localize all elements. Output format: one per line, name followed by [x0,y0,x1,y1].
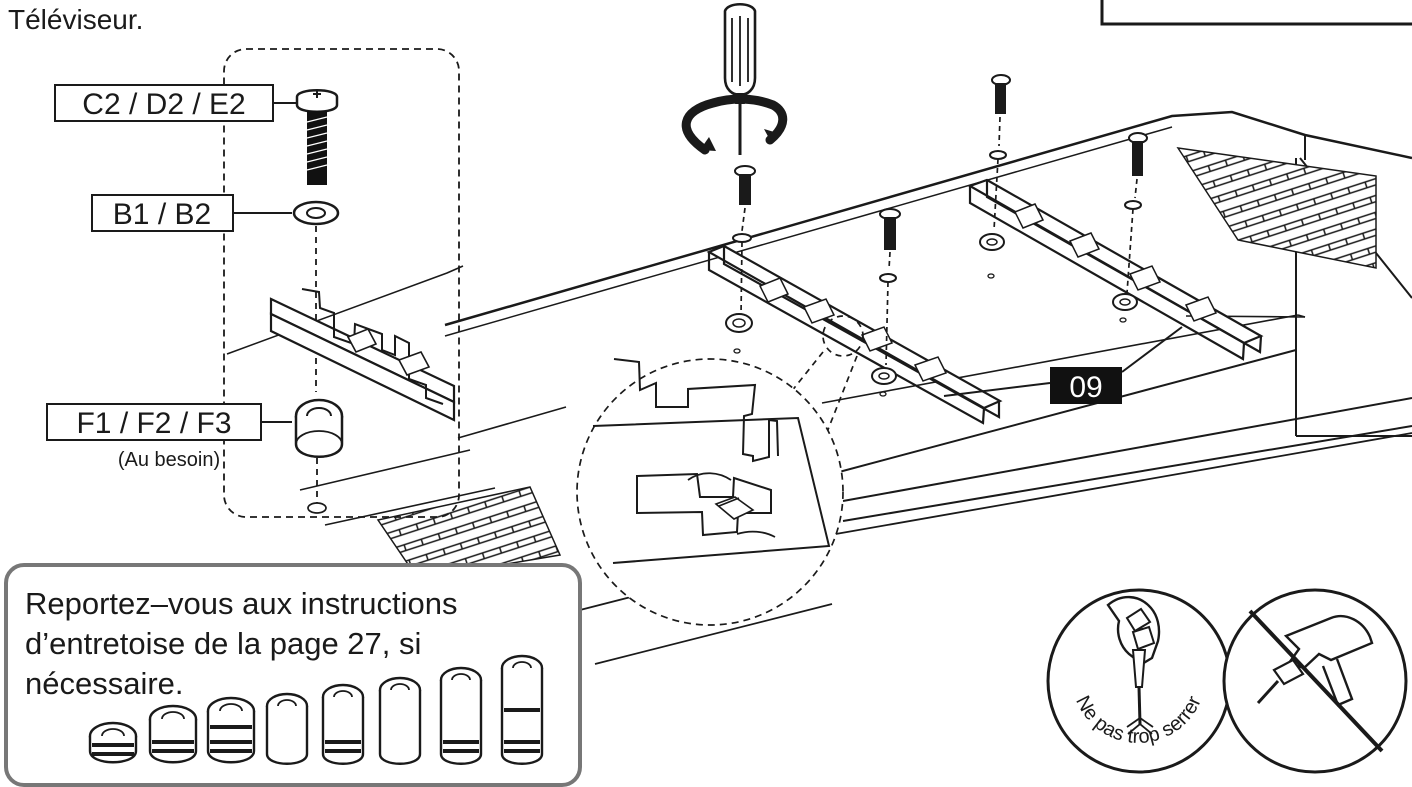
spacer-size-5 [321,683,365,765]
spacer-callout-text: F1 / F2 / F3 [76,407,231,440]
screw-4 [1112,132,1148,323]
spacer-size-6 [378,676,422,765]
screw-callout-text: C2 / D2 / E2 [82,88,245,121]
tv-vent-bottom-left [376,486,562,580]
spacer-size-8 [500,654,544,765]
top-caption: Téléviseur. [8,4,143,35]
washer-callout-text: B1 / B2 [113,198,211,231]
bracket-label: 09 [943,326,1183,404]
screw-2 [871,208,901,397]
washer-part [292,200,340,226]
spacer-size-1 [88,721,138,764]
hand-screwdriver-icon: Ne pas trop serrer [1046,588,1232,774]
note-line-2: d’entretoise de la page 27, si [25,626,421,661]
screw-part [295,89,339,185]
note-line-3: nécessaire. [25,666,184,701]
bracket-assembly [706,178,1264,425]
spacer-callout: F1 / F2 / F3 (Au besoin) [46,403,292,471]
spacer-part [294,398,344,458]
spacer-size-2 [148,704,198,764]
spacer-note-box: Reportez–vous aux instructions d’entreto… [4,563,582,787]
note-line-1: Reportez–vous aux instructions [25,586,458,621]
spacer-size-3 [206,696,256,764]
top-right-box-fragment [1100,0,1412,26]
mounting-hardware-top [725,74,1148,397]
power-drill-icon [1222,588,1408,774]
spacer-size-4 [265,692,309,765]
screw-1 [725,165,756,354]
rotate-arrow-icon [681,94,788,155]
bracket-detail [269,288,456,422]
screw-callout: C2 / D2 / E2 [54,84,296,122]
screwdriver-icon [723,2,757,155]
spacer-note: (Au besoin) [118,449,220,471]
screw-3 [979,74,1011,279]
detail-callout [576,315,864,626]
spacer-size-set [88,654,544,765]
tv-vent-top-right [1176,147,1377,269]
bracket-label-text: 09 [1069,371,1102,404]
hardware-exploded-view: C2 / D2 / E2 B1 / B2 F1 / F2 / F3 (Au be… [46,48,460,518]
spacer-size-7 [439,666,483,765]
washer-callout: B1 / B2 [91,194,292,232]
